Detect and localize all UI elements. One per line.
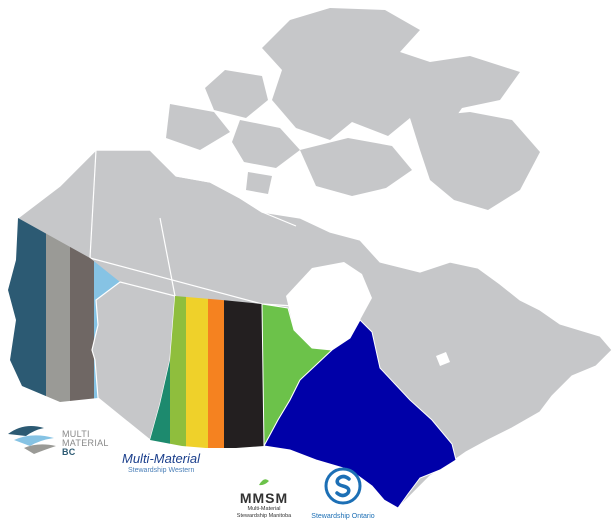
mmbc-swoosh-icon	[8, 426, 56, 454]
lake	[436, 352, 450, 366]
mmsw-subtitle: Stewardship Western	[128, 467, 195, 474]
mmsw-logo: Multi-Material Stewardship Western	[122, 452, 218, 482]
mmsm-line1: Multi-Material	[247, 506, 281, 512]
mmsm-line2: Stewardship Manitoba	[236, 512, 292, 519]
mmbc-logo: MULTI MATERIAL BC	[4, 420, 112, 462]
hudson-bay	[286, 262, 372, 350]
leaf-icon	[259, 479, 269, 486]
mmsm-title: MMSM	[239, 490, 289, 506]
mmbc-line1: MULTI	[62, 429, 90, 439]
mmsm-logo: MMSM Multi-Material Stewardship Manitoba	[232, 473, 296, 519]
mmbc-line2: MATERIAL	[62, 438, 109, 448]
stewardship-ontario-logo: Stewardship Ontario	[306, 466, 380, 520]
stewardship-ontario-s-icon	[324, 467, 362, 505]
mmbc-line3: BC	[62, 447, 76, 457]
mmsw-title: Multi-Material	[122, 451, 201, 466]
stewardship-ontario-label: Stewardship Ontario	[311, 513, 375, 520]
arctic-islands	[166, 8, 540, 210]
region-ontario	[263, 319, 457, 509]
